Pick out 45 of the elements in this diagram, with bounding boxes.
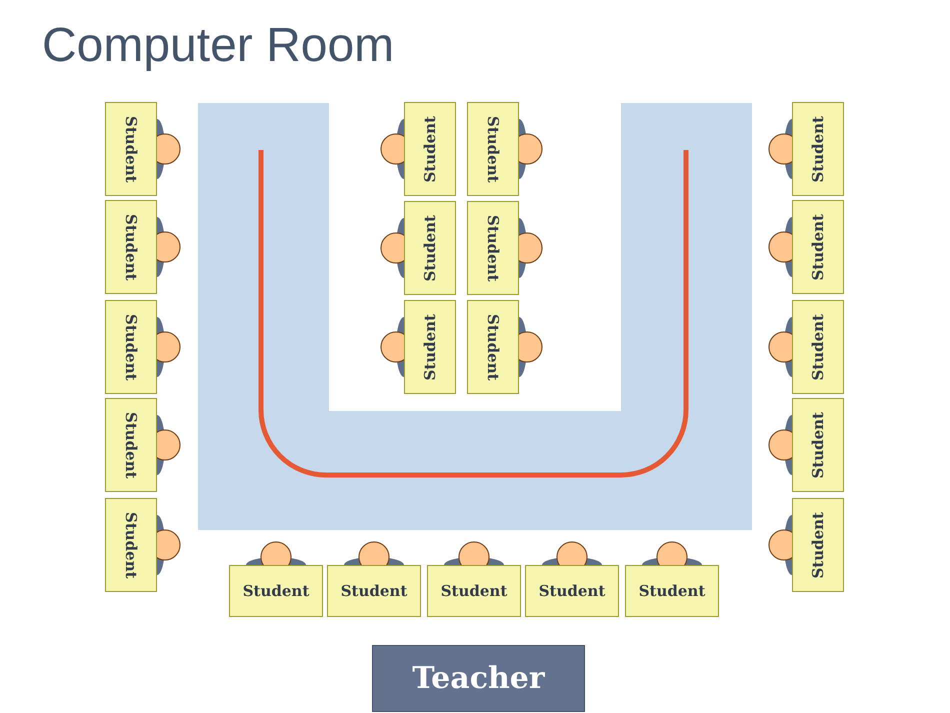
student-desk — [467, 300, 519, 394]
student-desk — [105, 498, 157, 592]
student-desk — [792, 300, 844, 394]
student-desk — [467, 201, 519, 295]
title: Computer Room — [42, 18, 394, 73]
desk-label: Student — [122, 314, 140, 380]
desk-label: Student — [122, 116, 140, 182]
desk-label: Student — [484, 214, 502, 282]
desk-label: Student — [421, 314, 439, 380]
desk-label: Student — [440, 582, 508, 600]
student-desk — [427, 565, 521, 617]
student-desk — [792, 102, 844, 196]
desk-label: Student — [809, 116, 827, 182]
desk-label: Student — [242, 582, 310, 600]
student-desk — [792, 398, 844, 492]
desk-label: Student — [340, 582, 408, 600]
desk-label: Student — [809, 214, 827, 280]
student-desk — [105, 102, 157, 196]
desk-label: Student — [809, 412, 827, 478]
desk-label: Teacher — [412, 661, 545, 696]
student-desk — [525, 565, 619, 617]
student-desk — [105, 398, 157, 492]
desk-label: Student — [538, 582, 606, 600]
student-desk — [404, 102, 456, 196]
desk-label: Student — [809, 314, 827, 380]
student-desk — [404, 300, 456, 394]
desk-label: Student — [484, 116, 502, 182]
desk-label: Student — [638, 582, 706, 600]
student-desk — [792, 498, 844, 592]
desk-label: Student — [809, 512, 827, 578]
desk-label: Student — [421, 214, 439, 282]
student-desk — [229, 565, 323, 617]
student-desk — [105, 300, 157, 394]
student-desk — [625, 565, 719, 617]
desk-label: Student — [484, 314, 502, 380]
student-desk — [792, 200, 844, 294]
desk-label: Student — [421, 116, 439, 182]
teacher-desk — [372, 645, 585, 712]
student-desk — [404, 201, 456, 295]
student-desk — [327, 565, 421, 617]
student-desk — [467, 102, 519, 196]
desk-label: Student — [122, 512, 140, 578]
desk-label: Student — [122, 214, 140, 280]
student-desk — [105, 200, 157, 294]
desk-label: Student — [122, 412, 140, 478]
